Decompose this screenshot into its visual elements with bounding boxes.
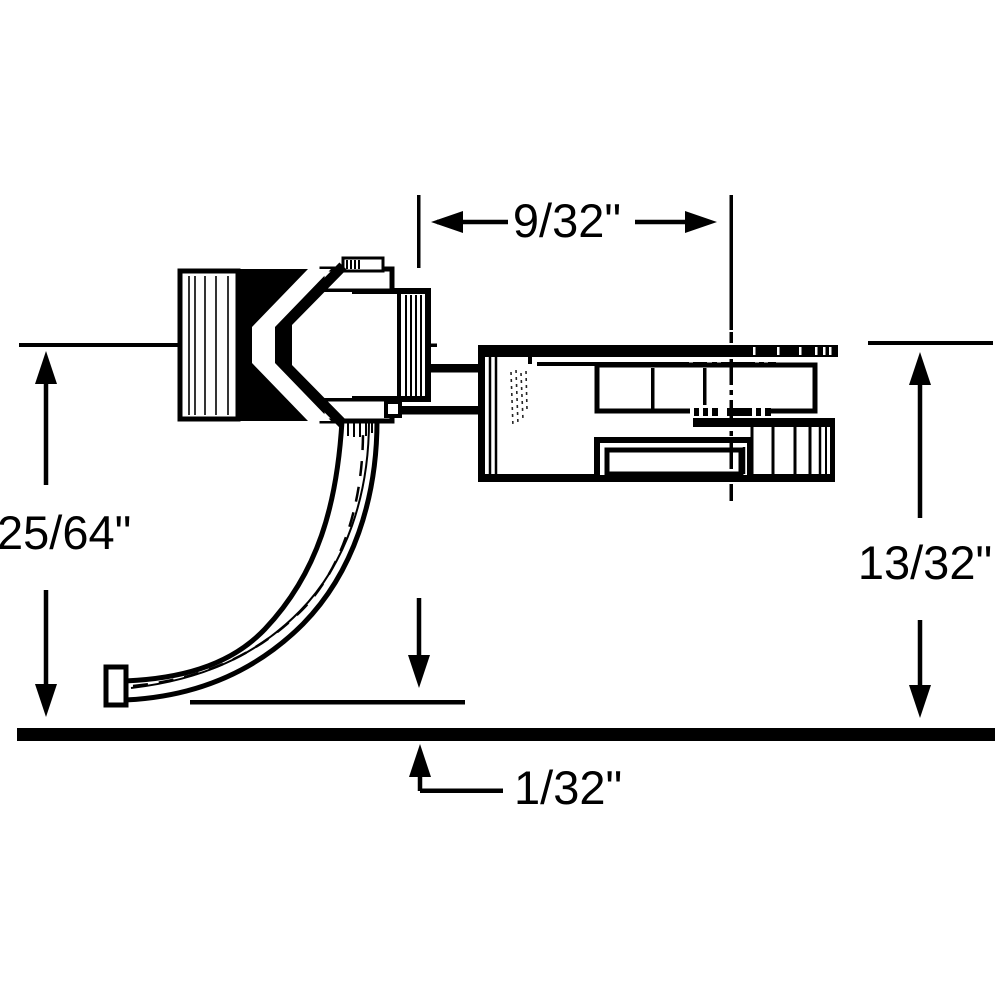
centerline-right-reference bbox=[868, 341, 993, 345]
trip-pin-centerline bbox=[132, 431, 365, 688]
coupler-head-bottom-step bbox=[384, 400, 402, 418]
dimension-left: 25/64" bbox=[0, 351, 131, 717]
box-lower-dashes bbox=[694, 408, 771, 416]
box-lower-shelf-inner bbox=[604, 447, 744, 477]
dim-right-label: 13/32" bbox=[858, 536, 992, 589]
box-top-bar bbox=[478, 345, 838, 357]
dimension-top: 9/32" bbox=[417, 194, 733, 330]
rail-line bbox=[17, 728, 995, 741]
dim-left-label: 25/64" bbox=[0, 506, 131, 559]
trip-pin-clearance-line bbox=[190, 700, 465, 705]
arrow-down-icon bbox=[909, 685, 931, 718]
dim-top-label: 9/32" bbox=[513, 194, 621, 247]
box-top-bar-notches bbox=[753, 347, 832, 355]
dim-bottom-label: 1/32" bbox=[514, 761, 622, 814]
coupler-shank bbox=[400, 364, 480, 415]
chevron-band bbox=[252, 269, 331, 421]
head-interior bbox=[292, 292, 352, 398]
arrow-right-icon bbox=[685, 211, 717, 233]
arrow-up-icon bbox=[35, 351, 57, 384]
arrow-left-icon bbox=[431, 211, 463, 233]
trip-pin-end-cap bbox=[103, 664, 129, 708]
box-right-hatch-block bbox=[693, 418, 835, 480]
vertical-centerline bbox=[729, 332, 733, 501]
extension-line-right bbox=[729, 195, 733, 330]
leader-line bbox=[420, 788, 503, 793]
chevron-stripe bbox=[279, 262, 347, 428]
dimension-bottom: 1/32" bbox=[190, 598, 622, 814]
arrow-up-icon bbox=[909, 352, 931, 385]
trip-pin-root-hatching bbox=[347, 421, 373, 437]
arrow-down-icon bbox=[35, 684, 57, 717]
head-right-hatching bbox=[397, 293, 422, 398]
knuckle-face-hatching bbox=[188, 276, 229, 415]
trip-pin-tube bbox=[121, 418, 380, 703]
box-shading-scribble bbox=[510, 369, 528, 428]
extension-line-left bbox=[417, 195, 421, 268]
box-left-wall bbox=[478, 345, 485, 482]
coupler-head bbox=[177, 256, 431, 428]
trip-pin bbox=[103, 418, 380, 708]
dimension-right: 13/32" bbox=[858, 352, 992, 718]
coupler-head-knob bbox=[341, 256, 385, 273]
draft-gear-box bbox=[478, 345, 838, 482]
arrow-up-icon bbox=[409, 744, 431, 777]
arrow-down-icon bbox=[408, 655, 430, 688]
